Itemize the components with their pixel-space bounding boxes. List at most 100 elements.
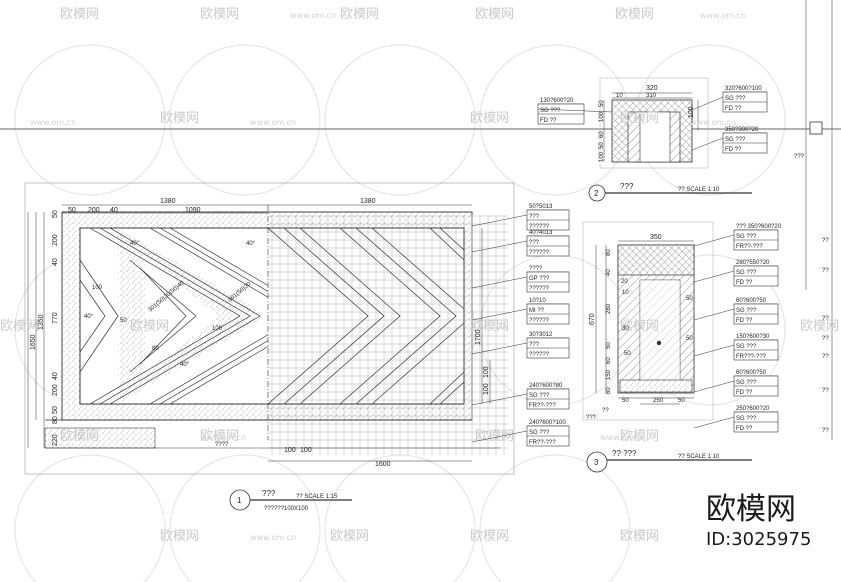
dim-right-sub: 100 <box>483 366 490 378</box>
v3-right-note: ?? <box>822 316 829 322</box>
watermark-text: 欧模网 <box>470 529 509 544</box>
v3-side-label: ?? <box>602 408 609 414</box>
v2-dim-left: 60 <box>599 131 605 138</box>
v3-dim-inner: 50 <box>622 398 629 404</box>
view3-callout-line: FR???-??? <box>736 354 767 360</box>
view2-number: 2 <box>594 189 599 198</box>
v3-right-note: ?? <box>822 268 829 274</box>
view1-callout-line: ?????? <box>529 250 550 256</box>
v3-dim-left: 40 <box>606 269 612 276</box>
dim-left: 200 <box>52 234 59 246</box>
v2-dim-right: 100 <box>688 106 695 118</box>
v3-dim-inner: 50 <box>678 398 685 404</box>
v3-dim-left: 150 <box>606 369 612 380</box>
brand-name: 欧模网 <box>706 492 796 527</box>
view3-callout-code: 150?600?30 <box>736 334 770 340</box>
watermark-url: www.om.cn <box>700 11 746 20</box>
v2-dim-left: 50 <box>599 100 605 107</box>
view1-callout-line: SG ??? <box>529 430 550 436</box>
watermark-text: 欧模网 <box>340 7 379 22</box>
view1-callout-line: ??? <box>529 342 540 348</box>
v2-dim-left: 100 <box>599 111 605 122</box>
brand-block: 欧模网 ID:3025975 <box>706 492 826 564</box>
watermark-text: 欧模网 <box>160 111 199 126</box>
dim-bottom: 100 <box>284 447 296 454</box>
inner-label: 40° <box>180 362 190 368</box>
view2-callout-right <box>691 91 768 113</box>
dim-right-sub: 100 <box>483 383 490 395</box>
view3-number: 3 <box>594 458 599 467</box>
v3-dim-inner: 50 <box>686 336 693 342</box>
view1-callout <box>471 271 570 293</box>
view1-callout <box>471 209 570 231</box>
dim-left: 220 <box>52 434 59 446</box>
v3-right-note: ?? <box>822 238 829 244</box>
view2-callout-right-code: 350?300?20 <box>725 127 759 133</box>
dim-left: 40 <box>52 372 59 380</box>
dim-left: 40 <box>52 258 59 266</box>
view1-callout-code: 240?600?80 <box>529 383 563 389</box>
view2-callout-right-line: SG ??? <box>725 137 746 143</box>
dim-top-right: 1380 <box>360 198 376 205</box>
grout-note: ???? <box>215 442 229 448</box>
view1-callout-line: MI ?? <box>529 308 545 314</box>
watermark-text: 欧模网 <box>475 7 514 22</box>
watermark-url: www.om.cn <box>250 118 296 127</box>
view1-title: ??? <box>262 489 276 498</box>
view3-callout-line: SG ??? <box>736 270 757 276</box>
watermark-text: 欧模网 <box>130 319 169 334</box>
watermark-text: 欧模网 <box>620 529 659 544</box>
inner-label: 40° <box>246 241 256 247</box>
inner-label: 40° <box>130 241 140 247</box>
view1-callout <box>471 303 570 325</box>
view3-callout-line: FD ?? <box>736 280 753 286</box>
watermark-text: 欧模网 <box>60 7 99 22</box>
view3-callout <box>693 303 779 325</box>
watermark-text: 欧模网 <box>620 111 659 126</box>
view1-callout-line: ?????? <box>529 224 550 230</box>
dim-left: 50 <box>52 210 59 218</box>
dim-left: 200 <box>52 384 59 396</box>
watermark-text: 欧模网 <box>470 111 509 126</box>
dim-top-sub: 1090 <box>185 207 201 214</box>
watermark-text: 欧模网 <box>615 7 654 22</box>
view1-callout-line: ??? <box>529 240 540 246</box>
view1-callout-line: GP ??? <box>529 276 550 282</box>
view1-callout-code: ???? <box>529 266 543 272</box>
brand-id: ID:3025975 <box>706 529 812 550</box>
view2-callout-right <box>691 132 768 154</box>
v3-dim-inner: 50 <box>624 351 631 357</box>
view1-callout <box>471 388 570 410</box>
watermark-url: www.om.cn <box>250 533 296 542</box>
v2-side-note: ??? <box>794 154 805 160</box>
dim-left: 80 <box>52 416 59 424</box>
view3-callout <box>693 339 779 361</box>
watermark-text: 欧模网 <box>330 529 369 544</box>
dim-bottom: 100 <box>300 447 312 454</box>
inner-label: 100 <box>92 285 103 291</box>
dim-top-sub: 40 <box>110 207 118 214</box>
view1-callout-line: FR??-??? <box>529 403 556 409</box>
view3-callout-code: 280?550?20 <box>736 260 770 266</box>
view1-callout-line: FR??-??? <box>529 440 556 446</box>
view3-callout <box>693 375 779 397</box>
view1-callout-line: ?????? <box>529 318 550 324</box>
v3-dim-inner: 250 <box>653 398 664 404</box>
view3-callout-code: 60?600?50 <box>736 298 767 304</box>
view2-callout-right-line: SG ??? <box>725 96 746 102</box>
view3-callout-code: ??? 350?600?20 <box>736 224 782 230</box>
watermark-url: www.om.cn <box>30 118 76 127</box>
view2-callout-right-code: 320?600?100 <box>725 86 762 92</box>
view3-callout-line: SG ??? <box>736 380 757 386</box>
v3-dim-left-total: 670 <box>589 313 596 325</box>
view3-callout-line: SG ??? <box>736 416 757 422</box>
inner-label: 50 <box>120 318 127 324</box>
view1-callout-code: 10?10 <box>529 298 546 304</box>
v3-right-note: ?? <box>822 428 829 434</box>
v2-dim-top2: 310 <box>646 93 657 99</box>
watermark-text: 欧模网 <box>470 319 509 334</box>
dim-bottom-total: 1600 <box>375 461 391 468</box>
view2-callout-left-line: SG ??? <box>540 108 561 114</box>
watermark-url: www.om.cn <box>290 11 336 20</box>
inner-label: 100 <box>212 326 223 332</box>
